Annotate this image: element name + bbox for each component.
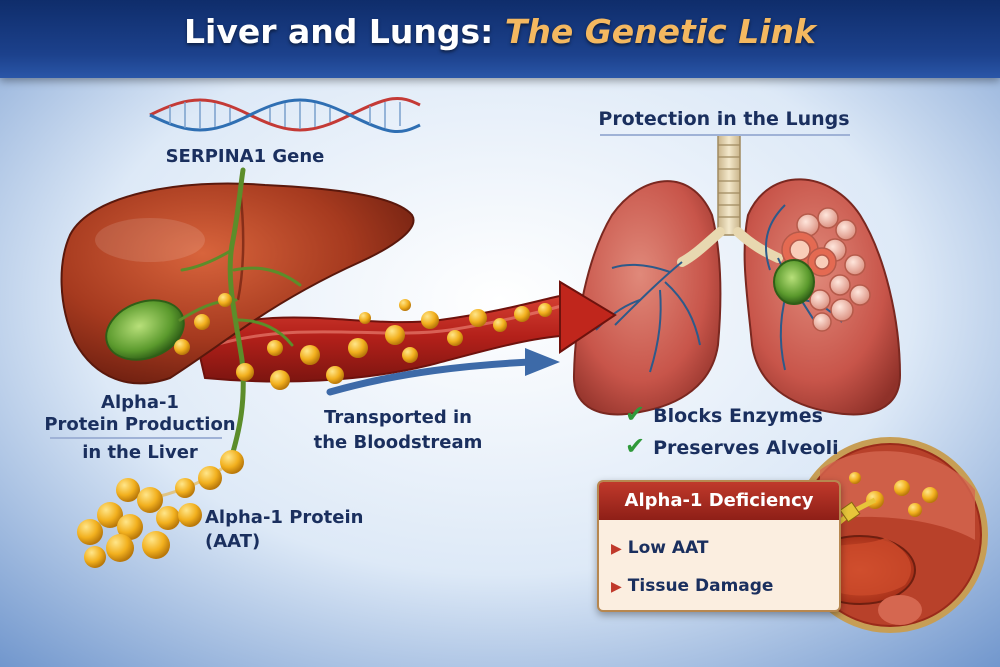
triangle-bullet-icon: ▶ — [611, 541, 622, 557]
alveoli — [781, 207, 871, 332]
deficiency-item: ▶ Low AAT — [611, 538, 709, 558]
protein-particles — [174, 293, 552, 390]
lungs — [572, 134, 902, 416]
liver-label-line2: Protein Production — [44, 414, 236, 435]
deficiency-title: Alpha-1 Deficiency — [599, 482, 839, 520]
protein-label-line1: Alpha-1 Protein — [205, 507, 364, 528]
deficiency-item-label: Low AAT — [627, 538, 709, 558]
benefit-item: ✔ Blocks Enzymes — [625, 400, 823, 428]
liver-label-line3: in the Liver — [82, 442, 198, 463]
check-icon: ✔ — [625, 432, 646, 460]
transport-label-line1: Transported in — [324, 407, 472, 428]
protein-label-line2: (AAT) — [205, 531, 261, 552]
liver-label-line1: Alpha-1 — [101, 392, 179, 413]
benefit-label: Preserves Alveoli — [653, 437, 839, 459]
bile-duct — [178, 167, 302, 465]
transport-label-line2: the Bloodstream — [313, 432, 483, 453]
title-bar — [0, 0, 1000, 78]
gallbladder — [105, 299, 185, 361]
blood-arrow-head — [559, 280, 617, 354]
deficiency-item-label: Tissue Damage — [627, 576, 774, 596]
lungs-label-underline — [600, 134, 850, 136]
liver-label-underline — [50, 437, 222, 439]
benefit-label: Blocks Enzymes — [653, 405, 823, 427]
lungs-label: Protection in the Lungs — [598, 108, 850, 130]
triangle-bullet-icon: ▶ — [611, 579, 622, 595]
title-main: Liver and Lungs: — [184, 12, 494, 51]
deficiency-item: ▶ Tissue Damage — [611, 576, 773, 596]
gene-label: SERPINA1 Gene — [165, 146, 325, 167]
page-title: Liver and Lungs: The Genetic Link — [0, 12, 1000, 51]
title-highlight: The Genetic Link — [504, 12, 816, 51]
protein-cluster — [77, 450, 244, 568]
transport-arrow — [326, 348, 560, 396]
deficiency-box: Alpha-1 Deficiency ▶ Low AAT ▶ Tissue Dama… — [597, 480, 841, 612]
dna-helix-icon — [149, 96, 421, 134]
benefit-item: ✔ Preserves Alveoli — [625, 432, 839, 460]
magnified-tissue — [792, 437, 988, 633]
check-icon: ✔ — [625, 400, 646, 428]
